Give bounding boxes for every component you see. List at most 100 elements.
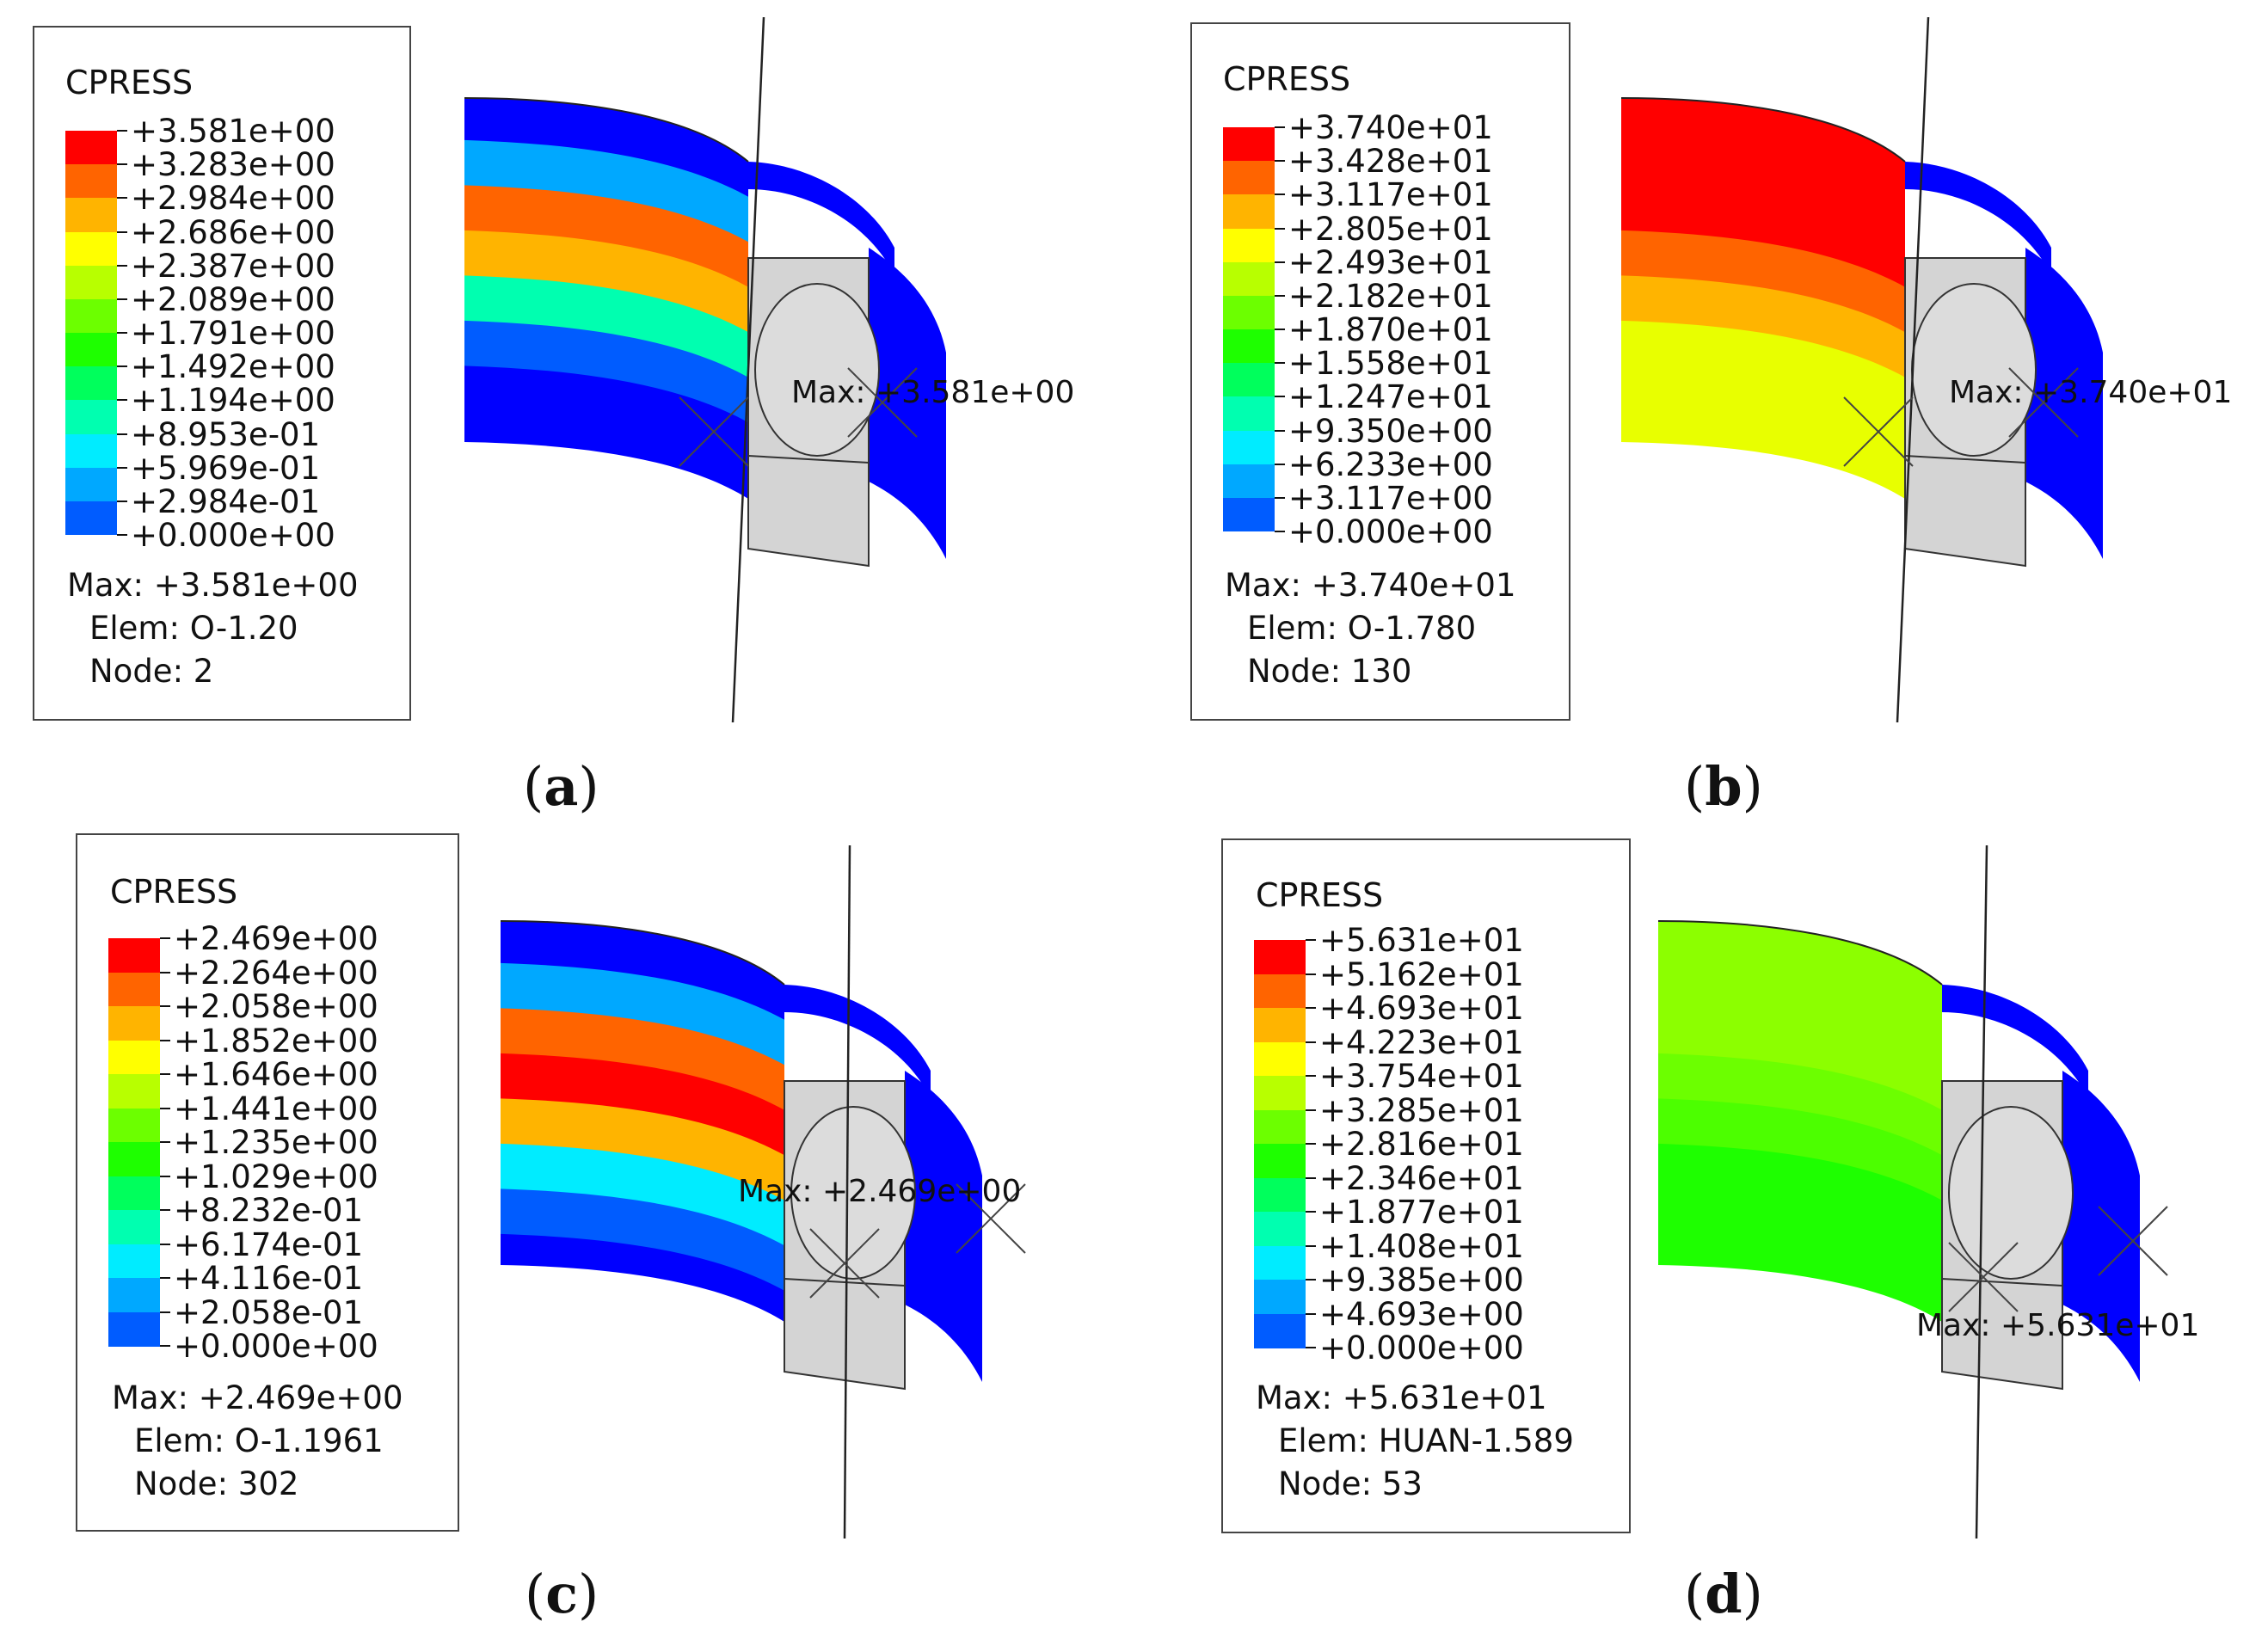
color-swatch [1223, 127, 1275, 162]
pressure-band [464, 185, 748, 293]
color-swatch [1254, 1041, 1306, 1077]
pressure-band [501, 1188, 784, 1297]
tick-mark [1275, 227, 1285, 230]
color-swatch [108, 1040, 160, 1075]
caption: (c) [525, 1563, 599, 1625]
tick-mark [1275, 126, 1285, 128]
outer-side [905, 1071, 982, 1382]
rotation-axis [843, 844, 851, 1539]
outer-side [869, 248, 946, 559]
legend-box: CPRESS +2.469e+00+2.264e+00+2.058e+00+1.… [76, 833, 459, 1532]
max-marker [2008, 367, 2079, 438]
tick-mark [160, 1209, 170, 1211]
color-bar [108, 938, 160, 1347]
tick-label: +1.235e+00 [174, 1124, 378, 1161]
tick-mark [117, 500, 127, 502]
pressure-band [1621, 139, 1905, 248]
tick-mark [117, 365, 127, 368]
tick-label: +3.428e+01 [1288, 143, 1493, 181]
section-split [1904, 455, 2026, 464]
color-swatch [1254, 1313, 1306, 1348]
tick-mark [160, 1277, 170, 1279]
tick-label: +2.469e+00 [174, 920, 378, 957]
panel-b: CPRESS +3.740e+01+3.428e+01+3.117e+01+2.… [1134, 0, 2267, 823]
tick-mark [1275, 496, 1285, 499]
max-marker [847, 367, 918, 438]
tick-mark [1275, 329, 1285, 330]
tick-mark [1275, 429, 1285, 432]
color-swatch [108, 938, 160, 973]
tick-mark [1306, 1211, 1316, 1213]
contact-face [464, 98, 748, 499]
bearing-model: Max: +3.581e+00 [464, 16, 1074, 723]
color-swatch [1254, 1076, 1306, 1110]
tick-mark [117, 298, 127, 300]
tick-mark [117, 433, 127, 435]
bearing-model: Max: +3.740e+01 [1620, 16, 2232, 723]
rotation-axis [1975, 844, 1988, 1539]
color-swatch [65, 164, 117, 199]
elem-id: Elem: O-1.20 [89, 610, 298, 647]
tick-mark [117, 130, 127, 132]
color-swatch [65, 467, 117, 502]
pressure-band [1621, 98, 1905, 203]
rotation-axis [1896, 16, 1930, 723]
max-annotation: Max: +3.740e+01 [1949, 375, 2232, 410]
pressure-band [464, 365, 748, 474]
tick-mark [117, 332, 127, 334]
bearing-model: Max: +2.469e+00 [500, 844, 1026, 1539]
max-marker [2098, 1206, 2168, 1276]
tick-mark [1306, 1075, 1316, 1077]
color-swatch [1223, 497, 1275, 532]
tick-mark [160, 1107, 170, 1109]
tick-mark [1306, 939, 1316, 941]
color-swatch [65, 298, 117, 334]
tick-mark [1306, 1244, 1316, 1247]
color-swatch [108, 1108, 160, 1143]
tick-label: +8.232e-01 [174, 1192, 364, 1229]
tick-label: +1.558e+01 [1288, 345, 1493, 383]
legend-box: CPRESS +5.631e+01+5.162e+01+4.693e+01+4.… [1221, 838, 1631, 1533]
tick-label: +2.346e+01 [1319, 1159, 1524, 1197]
max-marker [956, 1183, 1026, 1254]
caption: (b) [1684, 755, 1763, 818]
tick-label: +1.408e+01 [1319, 1227, 1524, 1265]
color-swatch [108, 1176, 160, 1211]
color-swatch [65, 198, 117, 232]
pressure-band [1621, 365, 1905, 474]
edge-line [500, 920, 785, 986]
tick-label: +5.969e-01 [131, 449, 321, 487]
max-marker [809, 1228, 880, 1299]
color-swatch [65, 333, 117, 367]
tick-label: +1.870e+01 [1288, 311, 1493, 348]
tick-label: +2.686e+00 [131, 213, 335, 251]
node-id: Node: 2 [89, 653, 214, 690]
color-swatch [1223, 228, 1275, 263]
section-split [747, 455, 870, 464]
color-swatch [1254, 1245, 1306, 1281]
pressure-band [1621, 230, 1905, 338]
tick-label: +1.194e+00 [131, 382, 335, 420]
color-swatch [65, 231, 117, 267]
tick-mark [1275, 261, 1285, 263]
max-annotation: Max: +3.581e+00 [791, 375, 1074, 410]
edge-line [1620, 97, 1906, 163]
tick-label: +9.385e+00 [1319, 1262, 1524, 1299]
color-swatch [1254, 1008, 1306, 1042]
pressure-band [501, 1098, 784, 1207]
tick-label: +2.387e+00 [131, 247, 335, 285]
tick-label: +3.117e+00 [1288, 479, 1493, 517]
panel-c: CPRESS +2.469e+00+2.264e+00+2.058e+00+1.… [0, 823, 1134, 1646]
tick-label: +2.984e-01 [131, 482, 321, 520]
pressure-band [1621, 275, 1905, 384]
tick-label: +8.953e-01 [131, 415, 321, 453]
tick-mark [1306, 1007, 1316, 1009]
elem-id: Elem: HUAN-1.589 [1278, 1422, 1574, 1459]
tick-label: +4.223e+01 [1319, 1023, 1524, 1061]
tick-mark [1275, 294, 1285, 297]
edge-line [1657, 920, 1943, 986]
tick-mark [117, 230, 127, 233]
color-swatch [1254, 1109, 1306, 1145]
tick-label: +3.283e+00 [131, 146, 335, 184]
tick-label: +5.631e+01 [1319, 922, 1524, 959]
